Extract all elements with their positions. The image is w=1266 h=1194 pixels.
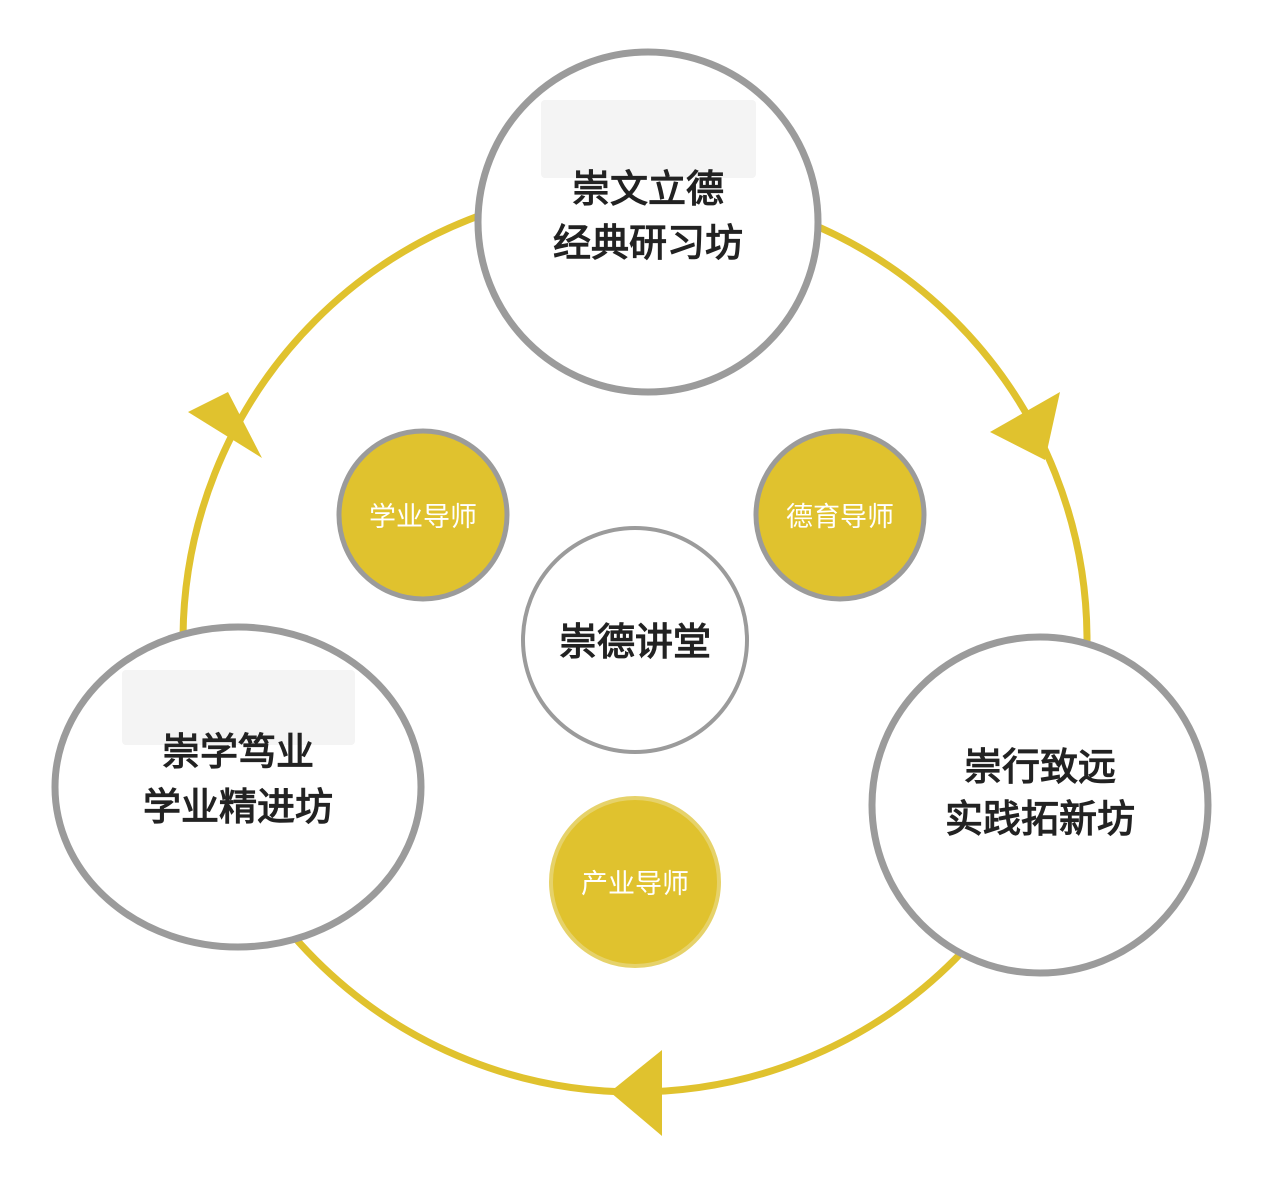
mentor-industry: 产业导师 [549,796,721,968]
workshop-title: 崇文立德 [572,167,724,211]
arrow-down-icon [990,392,1060,460]
arrow-up-icon [188,392,262,458]
workshop-left: 崇学笃业 学业精进坊 [51,623,425,951]
arrow-left-icon [610,1050,662,1136]
workshop-subtitle: 经典研习坊 [553,221,743,265]
mentor-academic: 学业导师 [336,428,510,602]
workshop-subtitle: 学业精进坊 [143,785,333,829]
center-hub: 崇德讲堂 [521,526,749,754]
workshop-title: 崇学笃业 [162,730,314,774]
center-label: 崇德讲堂 [559,620,711,664]
mentor-label: 德育导师 [786,502,894,533]
workshop-top: 崇文立德 经典研习坊 [474,48,822,396]
mentor-label: 学业导师 [369,502,477,533]
workshop-subtitle: 实践拓新坊 [945,797,1135,841]
workshop-right: 崇行致远 实践拓新坊 [868,633,1212,977]
workshop-title: 崇行致远 [964,745,1116,789]
mentor-label: 产业导师 [581,869,689,900]
mentor-moral: 德育导师 [753,428,927,602]
